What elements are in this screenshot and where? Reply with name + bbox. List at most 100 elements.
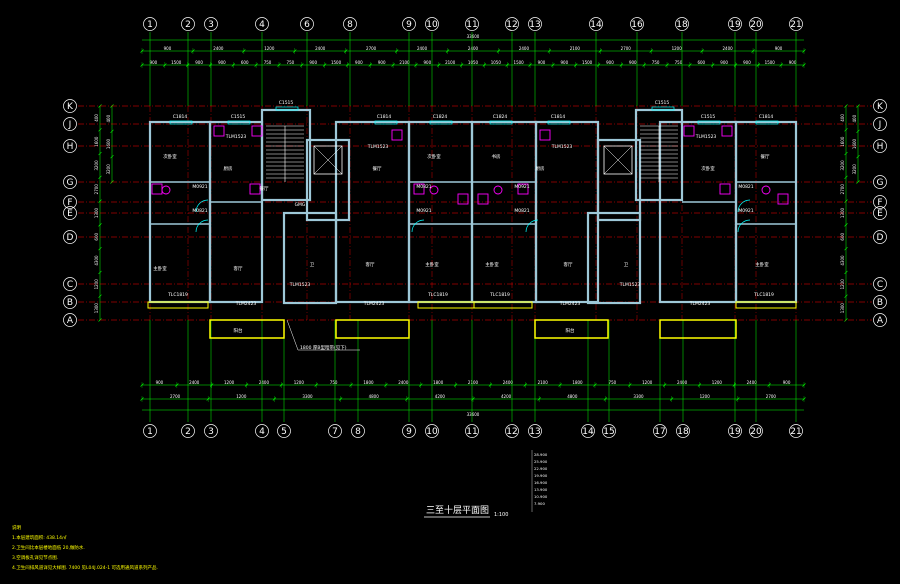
fixture xyxy=(777,193,789,205)
bottom-axis-label: 9 xyxy=(406,427,412,437)
dimension-value: 2700 xyxy=(94,184,99,195)
bay-window xyxy=(735,301,797,309)
fixture xyxy=(249,183,261,195)
window-tag: C1814 xyxy=(377,114,392,120)
window xyxy=(651,106,675,111)
dimension-value: 1200 xyxy=(712,380,723,385)
dimension-value: 1500 xyxy=(331,60,342,65)
window xyxy=(169,120,193,125)
window-tag: TLM1523 xyxy=(619,282,641,288)
dimension-value: 900 xyxy=(150,60,158,65)
top-axis-label: 6 xyxy=(304,20,310,30)
window-tag: M0921 xyxy=(416,208,431,214)
row-axis-label: B xyxy=(877,298,883,308)
dimension-tick xyxy=(98,223,102,227)
top-axis-bubble xyxy=(255,17,269,31)
dimension-value: 1600 xyxy=(94,136,99,147)
dimension-value: 2100 xyxy=(538,380,549,385)
dimension-value: 2400 xyxy=(189,380,200,385)
dimension-value: 4800 xyxy=(369,394,380,399)
door-swing xyxy=(195,219,209,233)
dimension-value: 2700 xyxy=(840,184,845,195)
fixture xyxy=(719,183,731,195)
door-swing xyxy=(737,199,751,213)
window-tag: TLM2423 xyxy=(559,301,581,307)
fixture xyxy=(517,183,529,195)
dimension-value: 600 xyxy=(697,60,705,65)
dimension-value: 2700 xyxy=(766,394,777,399)
room-label: 客厅 xyxy=(564,261,573,268)
elevation-value: 7.900 xyxy=(534,501,545,506)
dimension-value: 3200 xyxy=(94,160,99,171)
row-axis-label: F xyxy=(877,198,882,208)
bottom-axis-label: 17 xyxy=(654,427,665,437)
dimension-value: 900 xyxy=(195,60,203,65)
dimension-value: 2700 xyxy=(366,46,377,51)
window-tag: TLC1819 xyxy=(167,292,188,298)
top-axis-label: 16 xyxy=(631,20,643,30)
bottom-axis-bubble xyxy=(528,424,542,438)
bottom-axis-label: 11 xyxy=(466,427,477,437)
balcony xyxy=(659,319,737,339)
dimension-tick xyxy=(98,246,102,251)
bottom-axis-bubble xyxy=(402,424,416,438)
bottom-axis-label: 19 xyxy=(729,427,741,437)
drawing-scale: 1:100 xyxy=(494,512,508,518)
bottom-axis-label: 3 xyxy=(208,427,214,437)
room-label: 主卧室 xyxy=(485,261,499,268)
top-axis-bubble xyxy=(143,17,157,31)
top-axis-label: 18 xyxy=(676,20,688,30)
dimension-value: 750 xyxy=(330,380,338,385)
window-tag: M0921 xyxy=(738,208,753,214)
bottom-axis-bubble xyxy=(728,424,742,438)
dimension-value: 1200 xyxy=(94,279,99,290)
door-swing xyxy=(411,219,425,233)
row-axis-label: F xyxy=(67,198,72,208)
dimension-value: 750 xyxy=(264,60,272,65)
dimension-value: 1200 xyxy=(264,46,275,51)
room-label: 主卧室 xyxy=(425,261,439,268)
bottom-axis-bubble xyxy=(425,424,439,438)
fixture xyxy=(391,129,403,141)
top-axis-bubble xyxy=(728,17,742,31)
dimension-value: 2400 xyxy=(519,46,530,51)
stair xyxy=(640,125,678,182)
dimension-value: 1050 xyxy=(491,60,502,65)
dimension-value: 2400 xyxy=(677,380,688,385)
room-label: 主卧室 xyxy=(755,261,769,268)
dimension-value: 1200 xyxy=(224,380,235,385)
window-tag: TLM2423 xyxy=(363,301,385,307)
room-label: 次卧室 xyxy=(427,153,441,160)
row-axis-label: K xyxy=(67,102,74,112)
room-label: 餐厅 xyxy=(260,185,269,192)
elevation-value: 28.900 xyxy=(534,452,548,457)
bottom-axis-label: 5 xyxy=(281,427,287,437)
dimension-value: 2400 xyxy=(315,46,326,51)
dimension-value: 1300 xyxy=(94,303,99,314)
dimension-tick xyxy=(844,270,848,275)
window xyxy=(547,120,571,125)
bottom-axis-label: 20 xyxy=(750,427,762,437)
row-axis-bubble xyxy=(873,277,887,291)
row-axis-bubble xyxy=(63,277,77,291)
row-axis-bubble xyxy=(873,195,887,209)
bottom-axis-bubble xyxy=(653,424,667,438)
row-axis-label: C xyxy=(67,280,73,290)
dimension-value: 900 xyxy=(789,60,797,65)
dimension-value: 900 xyxy=(720,60,728,65)
top-axis-label: 2 xyxy=(185,20,191,30)
dimension-value: 750 xyxy=(652,60,660,65)
elevation-value: 13.900 xyxy=(534,487,548,492)
dimension-value: 900 xyxy=(743,60,751,65)
door-swing xyxy=(737,219,751,233)
window-tag: C1515 xyxy=(701,114,716,120)
window-tag: C1515 xyxy=(231,114,246,120)
fixture xyxy=(683,125,695,137)
top-axis-bubble xyxy=(465,17,479,31)
bottom-axis-label: 2 xyxy=(185,427,191,437)
top-axis-bubble xyxy=(675,17,689,31)
row-axis-bubble xyxy=(63,313,77,327)
dimension-value: 1300 xyxy=(840,303,845,314)
window xyxy=(429,120,453,125)
dimension-value: 1500 xyxy=(171,60,182,65)
